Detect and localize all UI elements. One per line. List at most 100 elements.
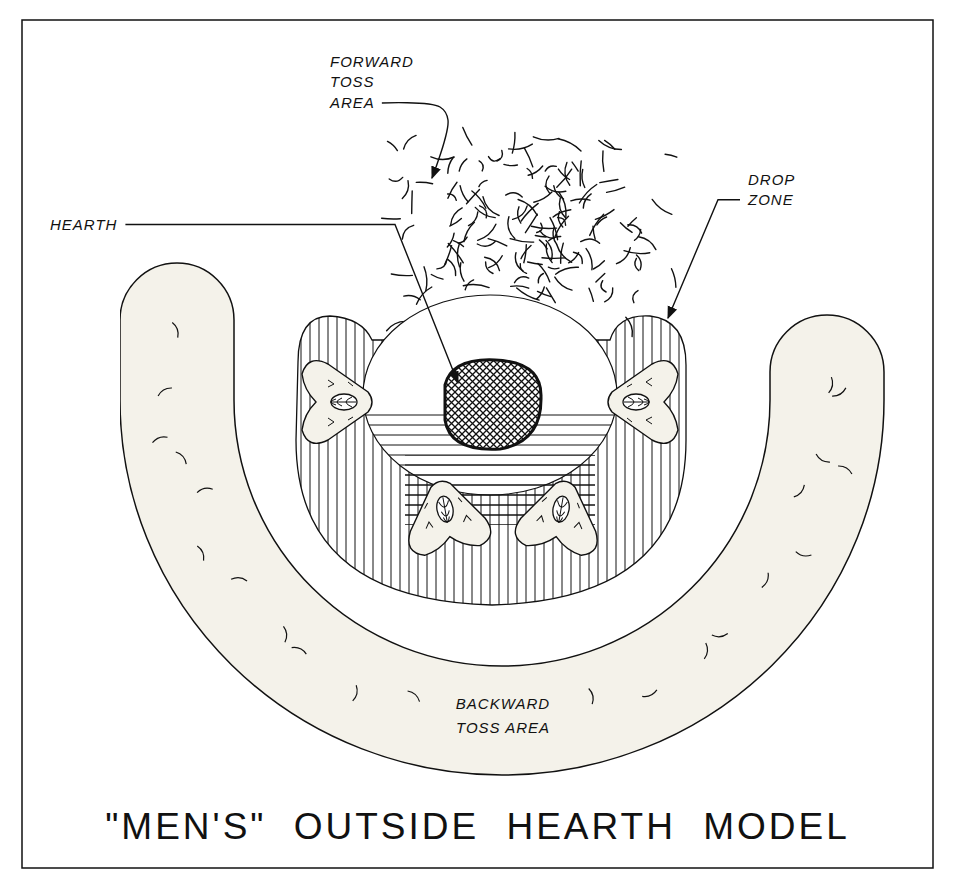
toss-stroke [538,264,550,282]
toss-stroke [596,274,605,283]
toss-stroke [542,257,565,259]
band-mark [197,487,213,493]
toss-stroke [665,154,677,157]
toss-stroke [574,252,583,263]
band-mark [838,464,853,474]
toss-stroke [448,157,454,173]
toss-stroke [489,256,503,268]
band-mark [157,386,172,396]
toss-stroke [605,288,613,302]
toss-stroke [388,141,398,150]
toss-stroke [559,198,565,218]
toss-stroke [513,206,528,220]
toss-stroke [437,260,447,269]
band-mark [353,685,359,701]
hearth [445,360,541,449]
seated-figure [399,474,493,557]
toss-stroke [540,231,554,239]
toss-stroke [527,169,532,179]
toss-stroke [486,262,493,274]
callout-label: HEARTH [50,215,160,235]
toss-stroke [520,264,526,274]
toss-stroke [431,275,443,280]
toss-stroke [537,287,545,299]
figure-body [399,474,493,557]
toss-stroke [600,180,618,183]
band-mark [815,454,830,464]
toss-stroke [572,162,578,171]
toss-stroke [534,192,552,202]
figure-head [331,394,357,410]
toss-stroke [417,287,432,304]
toss-stroke [510,239,534,242]
toss-stroke [448,194,457,200]
toss-stroke [458,237,467,243]
band-mark [176,450,188,464]
toss-stroke [382,217,401,219]
toss-stroke [450,219,462,227]
area-label: BACKWARD TOSS AREA [438,692,568,740]
toss-stroke [557,244,572,262]
band-mark [152,435,168,443]
toss-stroke [639,237,656,250]
figure-body [513,474,607,557]
band-mark [408,689,422,701]
seated-figure [302,361,372,444]
toss-stroke [465,280,473,290]
leader-line [382,103,448,178]
band-mark [231,577,247,581]
toss-stroke [601,281,606,292]
toss-stroke [599,140,622,149]
toss-stroke [635,258,639,270]
toss-stroke [557,169,572,187]
toss-stroke [504,164,518,165]
toss-stroke [545,186,566,192]
toss-stroke [652,199,672,214]
toss-stroke [448,259,456,275]
toss-stroke [545,166,556,171]
seated-figure [513,474,607,557]
band-mark [829,377,834,393]
toss-stroke [525,214,537,233]
toss-stroke [546,176,550,193]
figure-hair [438,496,452,523]
toss-stroke [617,248,631,264]
toss-stroke [579,185,596,204]
callout-label: DROP ZONE [748,170,810,211]
toss-stroke [637,255,642,270]
toss-stroke [546,288,555,303]
seated-figure [608,361,678,444]
toss-stroke [593,261,604,269]
toss-stroke [472,191,486,208]
toss-stroke [518,207,521,223]
toss-stroke [628,225,642,233]
figure-head [551,495,571,523]
toss-stroke [528,166,543,175]
band-mark [712,633,728,637]
band-mark [283,626,287,642]
toss-stroke [580,161,581,186]
toss-stroke [460,263,464,281]
band-mark [794,485,806,499]
toss-stroke [635,230,641,241]
toss-stroke [524,245,527,263]
band-mark [292,645,308,654]
figure-hair [330,397,356,407]
figure-mark [328,380,353,426]
toss-stroke [672,269,676,288]
toss-stroke [463,128,472,146]
band-mark [832,388,847,398]
figure-hair [624,397,650,407]
frame [22,20,933,868]
band-shape [120,263,884,775]
band-mark [762,573,771,589]
toss-stroke [624,251,650,254]
toss-stroke [558,212,562,228]
toss-stroke [508,217,515,239]
toss-stroke [497,151,503,162]
toss-stroke [391,274,412,276]
toss-stroke [553,210,571,217]
band-mark [197,545,206,561]
toss-stroke [558,139,581,151]
toss-stroke [424,267,427,291]
